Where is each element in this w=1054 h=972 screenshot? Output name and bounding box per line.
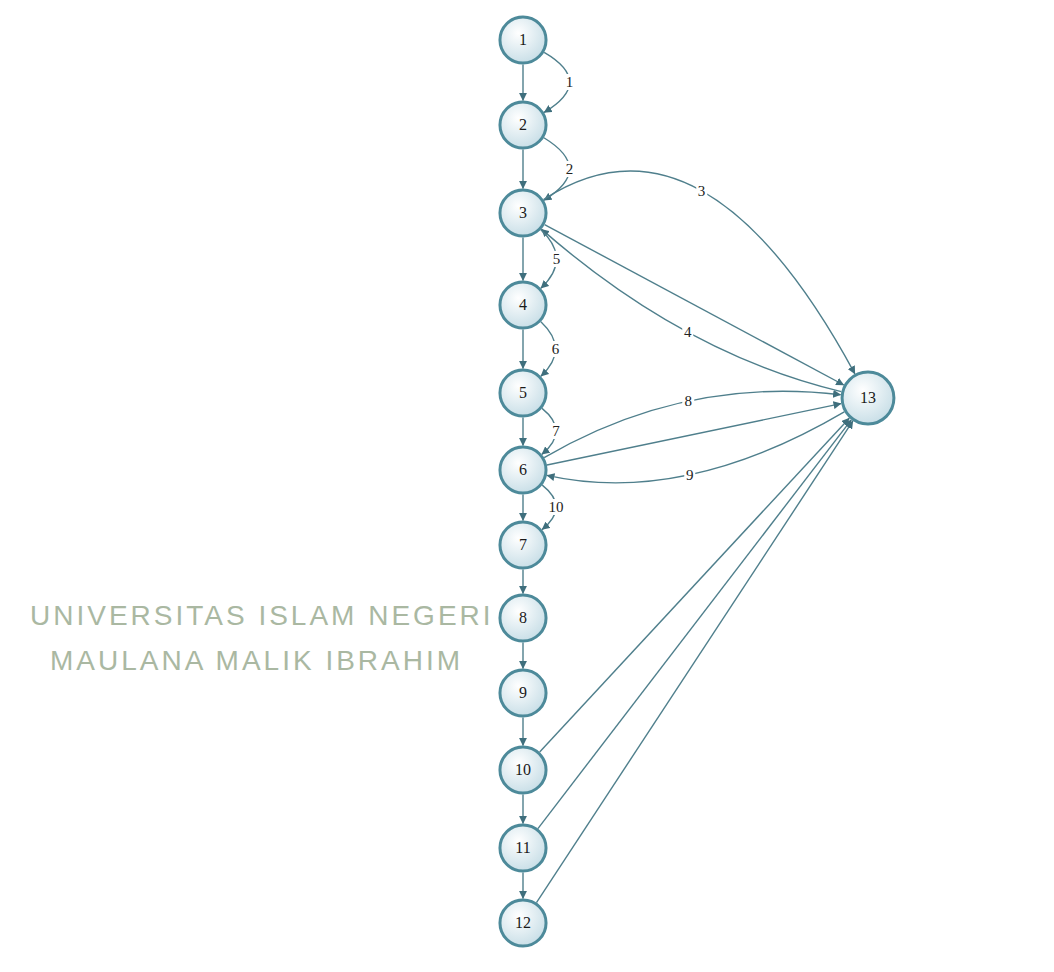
flow-edge	[522, 495, 523, 521]
node-number: 8	[519, 609, 527, 627]
watermark-text: MAULANA MALIK IBRAHIM	[50, 645, 463, 677]
watermark-text: UNIVERSITAS ISLAM NEGERI	[30, 600, 494, 632]
flow-node: 1	[499, 16, 547, 64]
flow-edge	[522, 570, 523, 594]
flow-edge	[522, 65, 523, 101]
flow-node: 12	[499, 899, 547, 947]
flow-node: 10	[499, 746, 547, 794]
flow-edge	[541, 229, 841, 391]
node-number: 10	[515, 761, 531, 779]
flow-edge	[522, 643, 523, 669]
flow-node: 3	[499, 189, 547, 237]
node-number: 4	[519, 296, 527, 314]
node-number: 1	[519, 31, 527, 49]
flow-edge	[522, 150, 523, 189]
path-number: 1	[564, 74, 576, 90]
flow-edge	[544, 171, 855, 374]
flow-edge	[522, 873, 523, 899]
flow-node: 5	[499, 369, 547, 417]
flow-edge	[540, 418, 850, 752]
node-number: 7	[519, 536, 527, 554]
node-number: 13	[860, 389, 876, 407]
path-number: 3	[696, 183, 708, 199]
path-number: 9	[684, 467, 696, 483]
flow-node: 11	[499, 824, 547, 872]
node-number: 5	[519, 384, 527, 402]
node-number: 2	[519, 116, 527, 134]
flow-node: 9	[499, 669, 547, 717]
flow-edge	[522, 718, 523, 746]
path-number: 5	[551, 251, 563, 267]
flow-edge	[538, 420, 851, 829]
flow-node: 6	[499, 446, 547, 494]
node-number: 11	[515, 839, 530, 857]
path-number: 8	[682, 393, 694, 409]
flow-edge	[522, 418, 523, 446]
path-number: 10	[547, 499, 566, 515]
path-number: 7	[550, 423, 562, 439]
path-number: 2	[564, 161, 576, 177]
flow-edge	[545, 225, 844, 385]
flow-edge	[547, 404, 841, 465]
path-number: 4	[682, 324, 694, 340]
flow-edge	[522, 795, 523, 824]
flow-edge	[544, 391, 841, 457]
flow-edge	[522, 238, 523, 281]
path-number: 6	[550, 341, 562, 357]
flow-edge	[536, 421, 852, 903]
flow-node: 13	[841, 371, 895, 425]
node-number: 6	[519, 461, 527, 479]
flow-node: 8	[499, 594, 547, 642]
node-number: 3	[519, 204, 527, 222]
flow-node: 2	[499, 101, 547, 149]
flow-edge	[522, 330, 523, 369]
flow-node: 4	[499, 281, 547, 329]
node-number: 9	[519, 684, 527, 702]
flow-node: 7	[499, 521, 547, 569]
node-number: 12	[515, 914, 531, 932]
